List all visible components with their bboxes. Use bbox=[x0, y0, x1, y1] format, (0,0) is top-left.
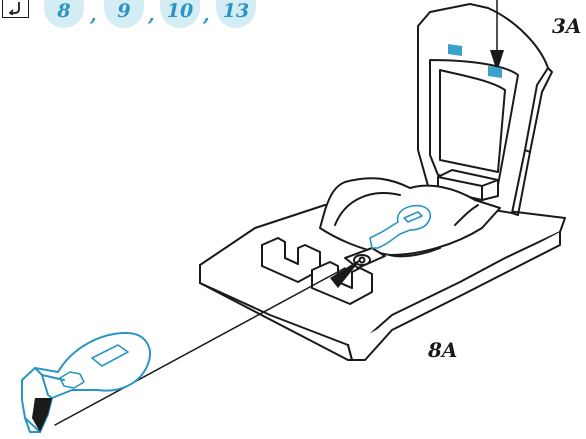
foot-slot bbox=[91, 344, 129, 367]
guide-slot bbox=[403, 211, 423, 223]
slot-bracket-left bbox=[261, 237, 321, 283]
foot-neck bbox=[59, 371, 85, 389]
guide-outline bbox=[369, 204, 432, 249]
slot-bracket-right bbox=[311, 261, 373, 305]
step-separator: , bbox=[90, 4, 97, 26]
top-arrowhead bbox=[490, 50, 504, 72]
center-arrowhead bbox=[330, 258, 362, 288]
leader-line bbox=[54, 267, 346, 426]
step-badge: 9 bbox=[104, 0, 144, 28]
callout-bottom: 8A bbox=[428, 338, 458, 362]
backrest-marker-right bbox=[488, 66, 502, 78]
cradle bbox=[319, 177, 501, 258]
step-separator: , bbox=[148, 4, 155, 26]
foot-edge-band bbox=[32, 398, 52, 432]
callout-top-right: 3A bbox=[552, 14, 582, 38]
step-separator: , bbox=[203, 4, 210, 26]
return-arrow-icon bbox=[8, 2, 20, 15]
base-plate bbox=[199, 199, 566, 361]
backrest-marker-left bbox=[448, 44, 462, 56]
backrest bbox=[417, 3, 553, 216]
reference-box bbox=[2, 0, 29, 18]
